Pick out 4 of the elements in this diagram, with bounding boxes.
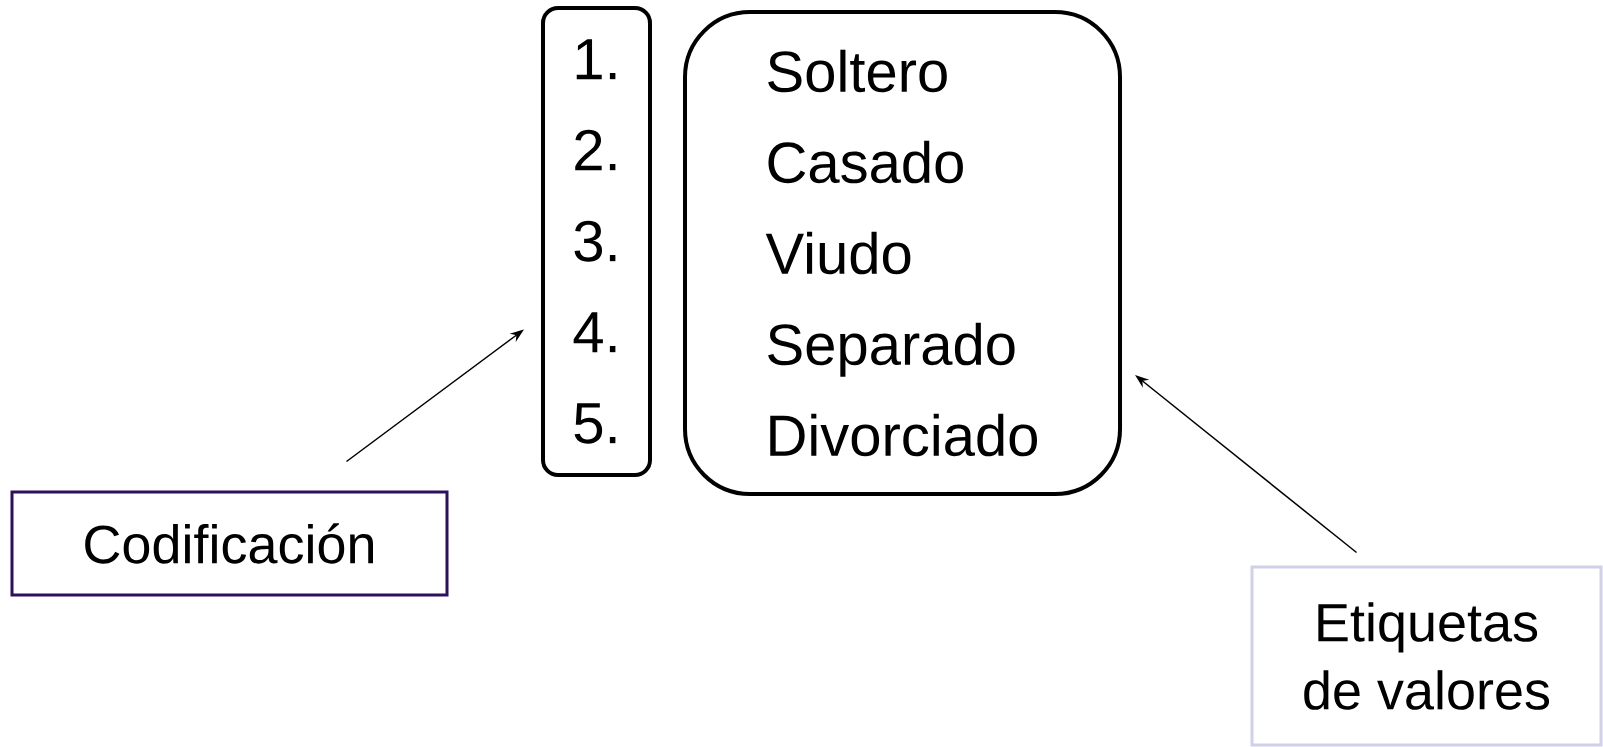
value-list-box: Soltero Casado Viudo Separado Divorciado — [683, 10, 1122, 496]
callout-box: Etiquetas de valores — [1250, 565, 1603, 747]
callout-box: Codificación — [10, 490, 449, 597]
number-list-box: 1. 2. 3. 4. 5. — [541, 6, 652, 477]
